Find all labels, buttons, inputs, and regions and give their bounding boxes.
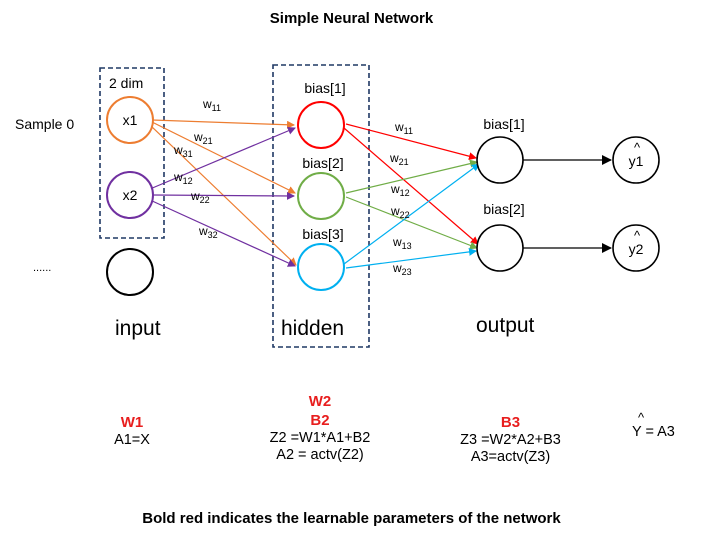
equation-a2: A2 = actv(Z2) [276, 447, 364, 463]
weight-label-l2-w12: w12 [390, 182, 410, 198]
prediction-hat-y1: ^ [634, 140, 641, 155]
edge-h2-o1 [345, 159, 478, 194]
weight-label-l1-w22: w22 [190, 189, 210, 205]
output-node-1 [476, 136, 524, 184]
sample-label: Sample 0 [15, 116, 75, 132]
weight-label-l2-w22: w22 [390, 204, 410, 220]
equations-hidden: W2 B2 Z2 =W1*A1+B2 A2 = actv(Z2) [245, 393, 395, 463]
layer-label-input: input [115, 317, 161, 340]
output-node-2 [476, 224, 524, 272]
weight-label-l1-w32: w32 [198, 224, 218, 240]
edge-x2-h1 [149, 127, 296, 190]
edge-h2-o2 [345, 196, 478, 250]
prediction-label-y2: y2 [629, 241, 644, 257]
input-label-x2: x2 [123, 187, 138, 203]
input-label-x1: x1 [123, 112, 138, 128]
edge-h3-o1 [343, 163, 480, 265]
input-node-x2 [106, 171, 154, 219]
equations-input: W1 A1=X [92, 414, 172, 448]
diagram-title: Simple Neural Network [269, 10, 434, 27]
hidden-bias-1: bias[1] [304, 80, 345, 96]
weight-label-l1-w12: w12 [173, 170, 193, 186]
dim-label: 2 dim [109, 75, 144, 91]
equation-a1: A1=X [114, 432, 150, 448]
network-diagram: x1 x2 ^ y1 ^ y2 bias[1] bias[2] bias[3] … [99, 64, 660, 348]
equation-z2: Z2 =W1*A1+B2 [269, 430, 371, 446]
hidden-bias-2: bias[2] [302, 155, 343, 171]
edge-x2-h2 [152, 191, 295, 200]
learnable-param-w2: W2 [308, 393, 332, 410]
edge-x2-h3 [149, 199, 296, 267]
weight-label-l2-w23: w23 [392, 261, 412, 277]
prediction-node-y1 [612, 136, 660, 184]
input-node-extra [106, 248, 154, 296]
prediction-hat-y2: ^ [634, 228, 641, 243]
hidden-node-3 [297, 243, 345, 291]
weight-label-l1-w21: w21 [193, 130, 213, 146]
more-samples-label: ...... [33, 262, 52, 274]
weight-label-l2-w11: w11 [394, 120, 413, 136]
learnable-param-w1: W1 [120, 414, 144, 431]
input-dim-box [99, 67, 165, 239]
learnable-param-b3: B3 [500, 414, 521, 431]
prediction-node-y2 [612, 224, 660, 272]
weight-label-l2-w13: w13 [392, 235, 412, 251]
weight-label-l2-w21: w21 [389, 151, 409, 167]
footer-note: Bold red indicates the learnable paramet… [142, 510, 561, 527]
edge-h3-o2 [345, 247, 477, 269]
equations-output: B3 Z3 =W2*A2+B3 A3=actv(Z3) [438, 414, 583, 465]
equation-a3: A3=actv(Z3) [470, 449, 551, 465]
weight-label-l1-w31: w31 [173, 143, 193, 159]
final-hat: ^ [638, 410, 645, 425]
learnable-param-b2: B2 [310, 412, 330, 429]
output-bias-2: bias[2] [483, 201, 524, 217]
input-node-x1 [106, 96, 154, 144]
hidden-node-2 [297, 172, 345, 220]
prediction-label-y1: y1 [629, 153, 644, 169]
hidden-node-1 [297, 101, 345, 149]
edge-x1-h1 [151, 119, 295, 129]
output-bias-1: bias[1] [483, 116, 524, 132]
weight-label-l1-w11: w11 [202, 97, 221, 113]
hidden-bias-3: bias[3] [302, 226, 343, 242]
layer-label-hidden: hidden [281, 317, 345, 340]
equation-z3: Z3 =W2*A2+B3 [460, 432, 561, 448]
layer-label-output: output [476, 314, 535, 337]
edge-h1-o2 [343, 127, 479, 245]
final-equation-text: Y = A3 [632, 424, 675, 440]
edge-h1-o1 [345, 123, 477, 161]
